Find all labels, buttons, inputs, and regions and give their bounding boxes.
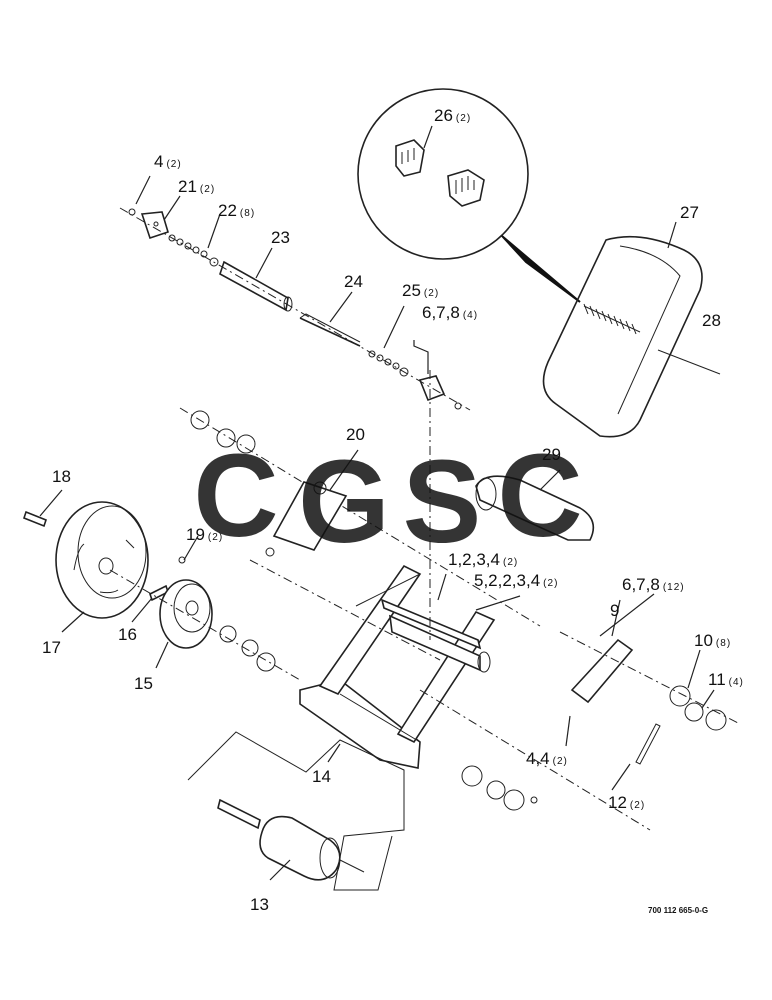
belt-lacing [583,303,637,335]
callout-17: 17 [42,638,61,657]
callout-18: 18 [52,467,71,486]
main-frame [179,370,651,831]
callout-25: 25(2) [402,281,439,300]
callout-11: 11(4) [708,670,744,689]
small-pulley [109,556,301,681]
belt [542,221,721,438]
callout-26: 26(2) [434,106,471,125]
watermark-letter-3: S [403,436,482,568]
idler-roller [190,410,595,557]
callout-28: 28 [702,311,721,330]
callout-5-2-2-3-4: 5,2,2,3,4(2) [474,571,558,590]
drive-roller [187,731,405,891]
callouts: 26(2) 4(2) 21(2) 22(8) 23 24 25(2) 6,7,8… [42,106,744,914]
callout-29: 29 [542,445,561,464]
callout-6-7-8-lower: 6,7,8(12) [622,575,685,594]
upper-shaft-assembly [119,175,471,411]
belt-clip-left [395,139,425,177]
callout-27: 27 [680,203,699,222]
callout-1-2-3-4: 1,2,3,4(2) [448,550,518,569]
callout-19: 19(2) [186,525,223,544]
callout-4: 4(2) [154,152,182,171]
pin-18 [23,489,63,528]
large-pulley [55,501,149,619]
callout-9: 9 [610,601,619,620]
callout-14: 14 [312,767,331,786]
callout-4-4: 4,4(2) [526,749,568,768]
callout-23: 23 [271,228,290,247]
callout-16: 16 [118,625,137,644]
belt-clip-right [447,169,485,207]
callout-12: 12(2) [608,793,645,812]
callout-22: 22(8) [218,201,255,220]
watermark-letter-2: G [298,436,390,568]
callout-10: 10(8) [694,631,731,650]
callout-20: 20 [346,425,365,444]
callout-21: 21(2) [178,177,215,196]
lower-bearings [461,765,538,811]
callout-6-7-8-upper: 6,7,8(4) [422,303,478,322]
detail-circle [357,88,581,303]
callout-13: 13 [250,895,269,914]
right-bracket [559,599,741,765]
callout-15: 15 [134,674,153,693]
drawing-code: 700 112 665-0-G [648,906,708,915]
watermark-letter-1: C [193,430,278,562]
callout-24: 24 [344,272,363,291]
leader-lines [61,449,655,791]
watermark-letter-4: C [497,430,582,562]
watermark-logo: C G S C [193,430,582,568]
